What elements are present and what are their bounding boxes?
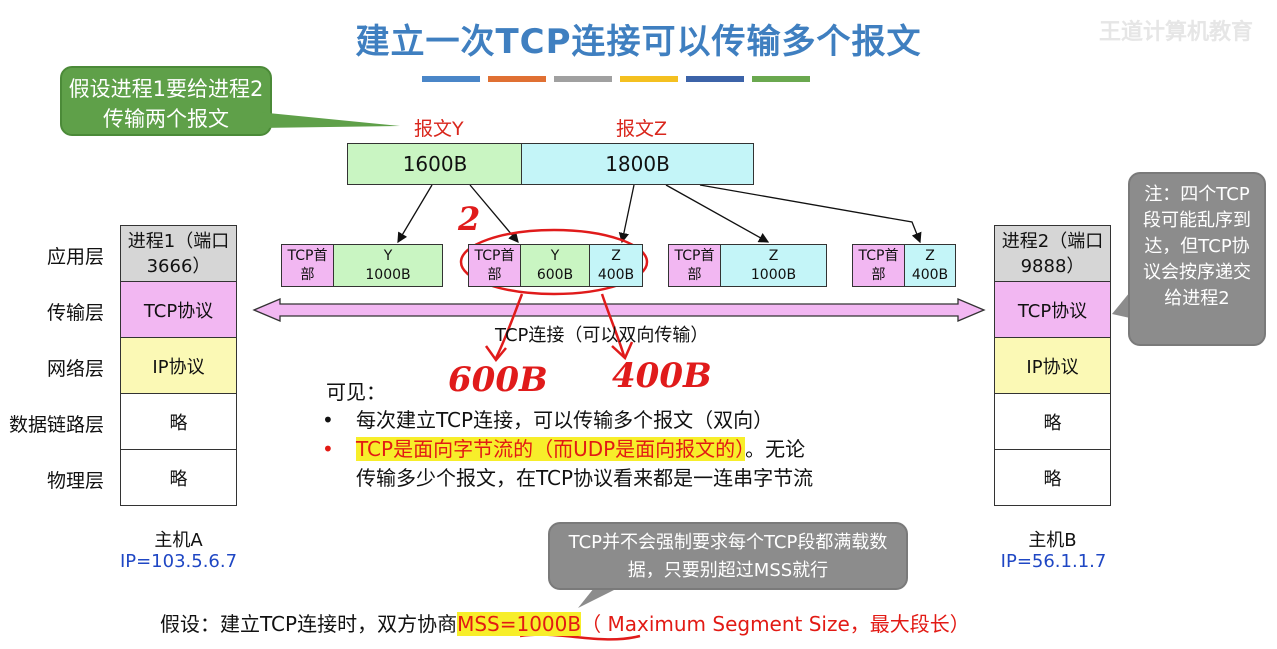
- data-size: 600B: [536, 266, 574, 283]
- host-b-tcp: TCP协议: [994, 281, 1111, 338]
- watermark: 王道计算机教育: [1098, 20, 1253, 45]
- layer-label-network: 网络层: [46, 358, 104, 380]
- handwritten-circle: [459, 228, 649, 296]
- message-z-box: 1800B: [521, 143, 754, 185]
- layer-label-transport: 传输层: [46, 302, 104, 324]
- host-b-ip: IP协议: [994, 337, 1111, 394]
- host-a-tcp: TCP协议: [120, 281, 237, 338]
- data-id: Z: [925, 247, 935, 264]
- handwritten-arrow: [611, 341, 634, 361]
- ordering-note-callout: 注：四个TCP段可能乱序到达，但TCP协议会按序递交给进程2: [1128, 172, 1266, 346]
- tcp-connection-arrow: [252, 298, 986, 322]
- mss-definition: （ Maximum Segment Size，最大段长）: [581, 612, 970, 636]
- segment-data: Y 600B: [520, 244, 590, 287]
- segment-data: Z 1000B: [720, 244, 827, 287]
- host-b-name: 主机B: [1028, 530, 1077, 551]
- bullet-dot: •: [322, 437, 334, 461]
- data-size: 1000B: [750, 266, 797, 283]
- note-text: 。无论: [745, 437, 806, 461]
- deco-bar: [686, 76, 744, 82]
- data-size: 400B: [911, 266, 949, 283]
- host-a-physical: 略: [120, 449, 237, 506]
- connection-label: TCP连接（可以双向传输）: [495, 325, 709, 346]
- host-a-ip: IP协议: [120, 337, 237, 394]
- layer-label-physical: 物理层: [46, 470, 104, 492]
- segment-data: Y 1000B: [333, 244, 443, 287]
- host-a-name: 主机A: [154, 530, 203, 551]
- host-a-ip-address: IP=103.5.6.7: [119, 551, 238, 572]
- data-id: Y: [383, 247, 393, 264]
- tcp-header: TCP首部: [668, 244, 721, 287]
- data-id: Z: [768, 247, 779, 264]
- data-size: 1000B: [365, 266, 411, 283]
- mss-value: MSS=1000B: [457, 612, 582, 636]
- message-z-label: 报文Z: [616, 118, 668, 140]
- handwritten-left-size: 600B: [448, 360, 548, 400]
- notes-heading: 可见：: [326, 380, 386, 404]
- split-arrow: [397, 184, 433, 244]
- handwritten-right-size: 400B: [612, 356, 712, 396]
- deco-bar: [554, 76, 612, 82]
- note-highlight: TCP是面向字节流的（而UDP是面向报文的）: [356, 437, 746, 461]
- deco-bar: [422, 76, 480, 82]
- note-bullet-2-line-2: 传输多少个报文，在TCP协议看来都是一连串字节流: [356, 466, 814, 490]
- note-bullet-1: 每次建立TCP连接，可以传输多个报文（双向）: [356, 408, 774, 432]
- callout-tail: [258, 112, 400, 128]
- tcp-header: TCP首部: [852, 244, 905, 287]
- deco-bar: [752, 76, 810, 82]
- handwritten-arrow: [484, 345, 507, 363]
- tcp-header: TCP首部: [468, 244, 521, 287]
- split-arrow: [665, 184, 770, 243]
- host-b-process: 进程2（端口 9888）: [994, 225, 1111, 282]
- assumption-prefix: 假设：建立TCP连接时，双方协商: [160, 612, 458, 636]
- data-size: 400B: [597, 266, 635, 283]
- data-id: Y: [550, 247, 560, 264]
- page-title: 建立一次TCP连接可以传输多个报文: [355, 22, 922, 62]
- segment-data: Z 400B: [589, 244, 643, 287]
- segment-data: Z 400B: [904, 244, 956, 287]
- callout-tail: [578, 588, 618, 608]
- host-a-link: 略: [120, 393, 237, 450]
- handwritten-arrow: [600, 293, 626, 357]
- data-id: Z: [611, 247, 621, 264]
- callout-tail: [1112, 292, 1130, 318]
- split-arrow: [618, 184, 635, 244]
- bullet-dot: •: [322, 408, 334, 432]
- assumption-callout: 假设进程1要给进程2传输两个报文: [60, 66, 272, 136]
- tcp-header: TCP首部: [281, 244, 334, 287]
- handwritten-arrow: [494, 293, 524, 359]
- layer-label-application: 应用层: [46, 246, 104, 268]
- message-y-label: 报文Y: [414, 118, 464, 140]
- deco-bar: [620, 76, 678, 82]
- host-b-physical: 略: [994, 449, 1111, 506]
- host-b-ip-address: IP=56.1.1.7: [1000, 551, 1107, 572]
- mss-note-callout: TCP并不会强制要求每个TCP段都满载数据，只要别超过MSS就行: [548, 522, 908, 590]
- deco-bar: [488, 76, 546, 82]
- host-b-link: 略: [994, 393, 1111, 450]
- handwritten-number: 2: [458, 200, 481, 238]
- layer-label-datalink: 数据链路层: [8, 414, 104, 436]
- assumption-line: 假设：建立TCP连接时，双方协商MSS=1000B（ Maximum Segme…: [160, 608, 970, 637]
- host-a-process: 进程1（端口 3666）: [120, 225, 237, 282]
- message-y-box: 1600B: [347, 143, 523, 185]
- note-bullet-2-line-1: TCP是面向字节流的（而UDP是面向报文的）。无论: [356, 435, 805, 464]
- split-arrow: [699, 184, 922, 244]
